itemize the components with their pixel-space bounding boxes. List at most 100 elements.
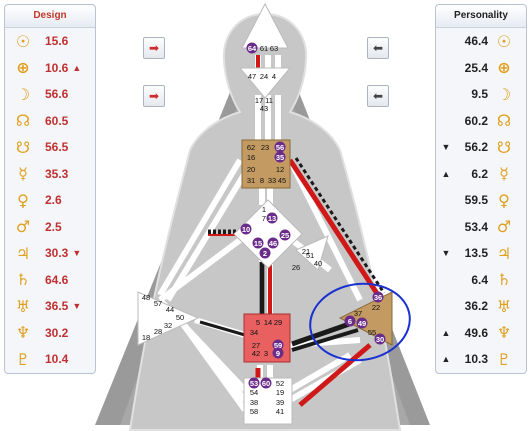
gate-label-58: 58 [250, 407, 258, 416]
personality-row: ▼13.5♃ [436, 241, 526, 265]
planet-icon: ♀ [498, 190, 510, 210]
gate-value: 30.3 [45, 246, 69, 260]
planet-icon: ♇ [496, 349, 512, 369]
heart-center [295, 235, 329, 271]
gate-value: 36.5 [45, 299, 69, 313]
left-arrow-icon: ⬅ [372, 89, 384, 103]
planet-icon: ☋ [15, 137, 31, 157]
channel-35-36-design [294, 157, 386, 294]
gate-label-32: 32 [164, 321, 172, 330]
gate-label-40: 40 [314, 259, 322, 268]
annotation-circle [309, 282, 411, 362]
gate-label-53: 53 [250, 379, 258, 388]
gate-label-2: 2 [263, 249, 267, 258]
channel-34-57 [199, 320, 246, 337]
arrow-icon: ▼ [72, 301, 82, 311]
gate-label-64: 64 [248, 44, 257, 53]
gate-label-37: 37 [354, 309, 362, 318]
gate-value: 36.2 [464, 299, 488, 313]
gate-label-43: 43 [260, 104, 268, 113]
arrow-icon: ▼ [441, 142, 451, 152]
gate-label-35: 35 [276, 153, 284, 162]
personality-prev-arrow-button[interactable]: ⬅ [367, 37, 389, 59]
gate-label-25: 25 [281, 231, 289, 240]
gate-label-63: 63 [270, 44, 278, 53]
design-row: ♅ 36.5▼ [5, 294, 95, 318]
channel-35-36 [287, 158, 381, 297]
planet-icon: ☿ [18, 164, 28, 183]
design-title: Design [5, 5, 95, 28]
gate-label-11: 11 [265, 96, 273, 105]
gate-label-42: 42 [252, 349, 260, 358]
gate-label-15: 15 [254, 239, 262, 248]
planet-icon: ♀ [17, 190, 29, 210]
planet-icon: ♅ [15, 296, 31, 316]
active-gate-marker [274, 141, 286, 153]
gate-label-33: 33 [268, 176, 276, 185]
personality-row: ▼56.2☋ [436, 135, 526, 159]
gate-value: 56.5 [45, 140, 69, 154]
gate-value: 56.2 [464, 140, 488, 154]
gate-label-7: 7 [262, 214, 266, 223]
active-gate-marker [356, 317, 368, 329]
active-gate-marker [246, 42, 258, 54]
gate-value: 46.4 [464, 34, 488, 48]
design-row: ☊60.5 [5, 109, 95, 133]
gate-value: 60.2 [464, 113, 488, 128]
gate-value: 25.4 [464, 60, 488, 75]
gate-label-41: 41 [276, 407, 284, 416]
planet-icon: ♅ [496, 296, 512, 316]
personality-next-arrow-button[interactable]: ⬅ [367, 85, 389, 107]
gate-label-17: 17 [255, 96, 263, 105]
personality-row: ▲10.3♇ [436, 347, 526, 371]
design-next-arrow-button[interactable]: ➡ [143, 37, 165, 59]
head-center [241, 2, 289, 49]
active-gate-marker [259, 247, 271, 259]
gate-label-21: 21 [302, 247, 310, 256]
arrow-icon: ▼ [72, 248, 82, 258]
design-prev-arrow-button[interactable]: ➡ [143, 85, 165, 107]
gate-label-39: 39 [276, 398, 284, 407]
planet-icon: ☿ [499, 164, 509, 183]
planet-icon: ♂ [15, 217, 31, 236]
active-gate-marker [279, 229, 291, 241]
ajna-center [238, 67, 292, 99]
gate-value: 49.6 [464, 325, 488, 340]
planet-icon: ☽ [15, 84, 31, 104]
personality-title: Personality [436, 5, 526, 28]
design-row: ♀2.6 [5, 188, 95, 212]
gate-label-4: 4 [272, 72, 276, 81]
gate-label-27: 27 [252, 341, 260, 350]
personality-row: 25.4⊕ [436, 56, 526, 80]
gate-label-57: 57 [154, 299, 162, 308]
gate-label-61: 61 [260, 44, 268, 53]
active-gate-marker [272, 347, 284, 359]
gate-label-47: 47 [248, 72, 256, 81]
gate-label-18: 18 [142, 333, 150, 342]
active-gate-marker [272, 339, 284, 351]
gate-label-36: 36 [374, 293, 382, 302]
active-gate-marker [344, 315, 356, 327]
planet-icon: ♆ [15, 323, 31, 342]
gate-label-28: 28 [154, 327, 162, 336]
personality-row: 9.5☽ [436, 82, 526, 106]
gate-value: 10.3 [464, 352, 488, 366]
gate-value: 10.6 [45, 60, 69, 75]
gate-label-52: 52 [276, 379, 284, 388]
arrow-icon: ▲ [441, 327, 451, 338]
personality-row: 53.4♂ [436, 215, 526, 239]
gate-label-24: 24 [260, 72, 268, 81]
right-arrow-icon: ➡ [148, 41, 160, 55]
gate-value: 60.5 [45, 113, 69, 128]
design-row: ⊕10.6▲ [5, 56, 95, 80]
gate-value: 59.5 [464, 193, 488, 207]
gate-label-60: 60 [262, 379, 270, 388]
active-gate-marker [266, 212, 278, 224]
gate-label-12: 12 [276, 165, 284, 174]
gate-label-20: 20 [247, 165, 255, 174]
gate-value: 15.6 [45, 34, 69, 48]
gate-label-19: 19 [276, 388, 284, 397]
planet-icon: ☊ [496, 111, 512, 130]
gate-label-23: 23 [261, 143, 269, 152]
arrow-icon: ▲ [72, 62, 82, 73]
